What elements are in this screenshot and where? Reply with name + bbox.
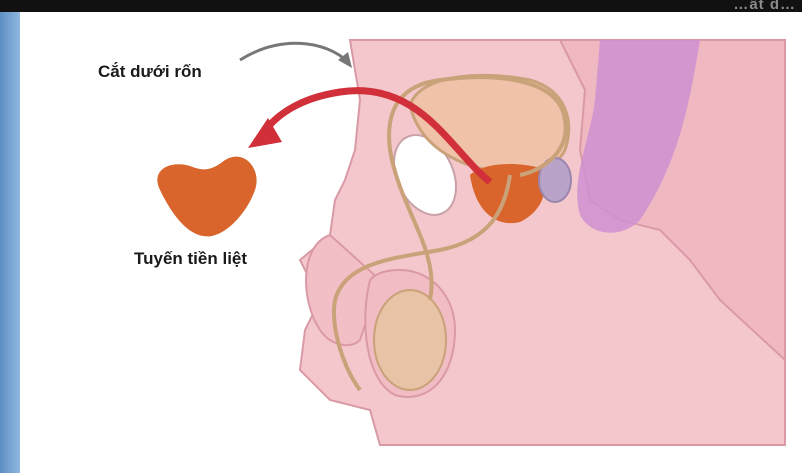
incision-pointer-arrow — [240, 43, 348, 62]
removed-prostate — [157, 157, 256, 237]
prostate-label: Tuyến tiền liệt — [134, 249, 247, 269]
testis — [374, 290, 446, 390]
incision-label: Cắt dưới rốn — [98, 62, 202, 82]
